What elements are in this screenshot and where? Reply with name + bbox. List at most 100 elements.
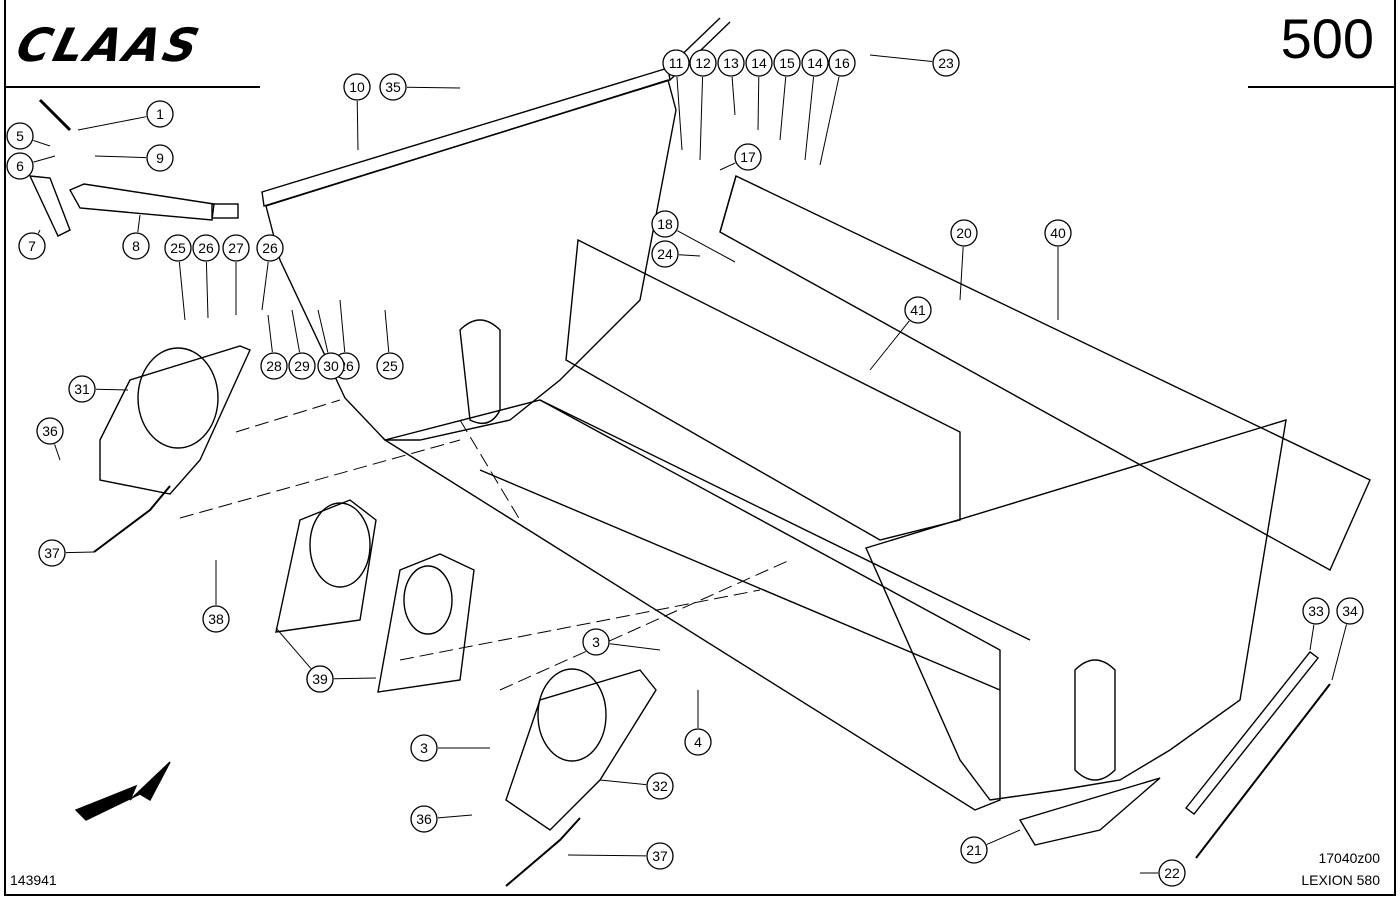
callout-circle — [410, 805, 438, 833]
callout-leader — [804, 76, 815, 161]
callout-leader — [94, 155, 147, 159]
callout-5: 5 — [6, 122, 51, 150]
callout-label: 31 — [74, 381, 90, 397]
callout-18: 18 — [651, 210, 736, 263]
callout-label: 20 — [956, 225, 972, 241]
callout-circle — [904, 296, 932, 324]
image-id: 143941 — [10, 872, 57, 888]
callout-33: 33 — [1302, 597, 1330, 651]
callout-7: 7 — [18, 229, 46, 260]
strut-33 — [1185, 651, 1319, 815]
callout-circle — [146, 144, 174, 172]
callout-circle — [256, 234, 284, 262]
callout-leader — [95, 388, 129, 391]
callout-22: 22 — [1140, 859, 1186, 887]
ribbed-back-wall — [565, 238, 961, 541]
callout-circle — [689, 49, 717, 77]
callout-circle — [1158, 859, 1186, 887]
callout-leader — [77, 116, 147, 131]
callout-leader — [779, 76, 787, 141]
callout-circle — [828, 49, 856, 77]
page-number: 500 — [1280, 7, 1374, 70]
callout-leader — [275, 627, 312, 669]
callout-label: 34 — [1342, 603, 1358, 619]
callout-circle — [192, 234, 220, 262]
callout-leader — [599, 779, 647, 786]
callout-label: 25 — [170, 240, 186, 256]
callout-label: 3 — [420, 740, 428, 756]
callout-leader — [757, 76, 760, 131]
callout-label: 14 — [807, 55, 823, 71]
callout-leader — [54, 444, 61, 461]
callout-leader — [1331, 624, 1347, 681]
callout-label: 40 — [1050, 225, 1066, 241]
callout-circle — [684, 728, 712, 756]
callout-36: 36 — [410, 805, 473, 833]
callout-circle — [734, 143, 762, 171]
callout-circle — [651, 210, 679, 238]
callout-37: 37 — [567, 842, 674, 870]
callout-circle — [317, 352, 345, 380]
callout-leader — [819, 76, 840, 166]
top-frame-rail — [261, 17, 731, 207]
callout-circle — [36, 417, 64, 445]
callout-circle — [288, 352, 316, 380]
diagram-frame — [4, 0, 1396, 896]
callout-leader — [719, 162, 736, 171]
callout-32: 32 — [599, 772, 674, 800]
stay-37b — [505, 817, 581, 887]
callout-circle — [1302, 597, 1330, 625]
callout-label: 28 — [266, 358, 282, 374]
callout-circle — [222, 234, 250, 262]
callout-circle — [801, 49, 829, 77]
callout-26: 26 — [192, 234, 220, 319]
callout-leader — [609, 643, 661, 651]
callout-label: 7 — [28, 238, 36, 254]
callout-9: 9 — [94, 144, 174, 172]
callout-circle — [1044, 219, 1072, 247]
callout-25: 25 — [376, 309, 404, 380]
bearing-plate-39b — [377, 553, 475, 693]
callout-label: 30 — [323, 358, 339, 374]
left-side-wall — [265, 79, 677, 441]
callout-leader — [959, 246, 964, 301]
callout-label: 11 — [669, 55, 684, 71]
callout-label: 25 — [382, 358, 398, 374]
callout-30: 30 — [317, 309, 345, 380]
stay-37a — [93, 485, 171, 553]
callout-label: 36 — [416, 811, 432, 827]
callout-label: 5 — [16, 128, 24, 144]
callout-label: 26 — [198, 240, 214, 256]
bearing-plate-32 — [505, 668, 657, 831]
model-name: LEXION 580 — [1301, 872, 1380, 888]
callout-leader — [137, 214, 141, 233]
callout-circle — [146, 100, 174, 128]
callout-circle — [379, 73, 407, 101]
callout-circle — [582, 628, 610, 656]
callout-circle — [745, 49, 773, 77]
callout-leader — [869, 54, 933, 63]
callout-3: 3 — [582, 628, 661, 656]
callout-leader — [33, 139, 51, 147]
callout-circle — [6, 152, 34, 180]
callout-label: 1 — [156, 106, 164, 122]
callout-label: 18 — [657, 216, 673, 232]
callout-label: 21 — [966, 842, 982, 858]
callout-label: 16 — [834, 55, 850, 71]
drawing-ref: 17040z00 — [1318, 850, 1380, 866]
callout-37: 37 — [38, 539, 95, 567]
callout-label: 12 — [695, 55, 711, 71]
callout-11: 11 — [662, 49, 690, 151]
callout-label: 36 — [42, 423, 58, 439]
callout-leader — [267, 314, 273, 353]
callout-26: 26 — [256, 234, 284, 311]
callout-leader — [986, 829, 1021, 845]
callout-41: 41 — [869, 296, 932, 371]
callout-circle — [646, 842, 674, 870]
callout-circle — [950, 219, 978, 247]
callout-13: 13 — [717, 49, 745, 116]
callout-label: 26 — [262, 240, 278, 256]
callout-circle — [717, 49, 745, 77]
callout-leader — [339, 299, 346, 353]
